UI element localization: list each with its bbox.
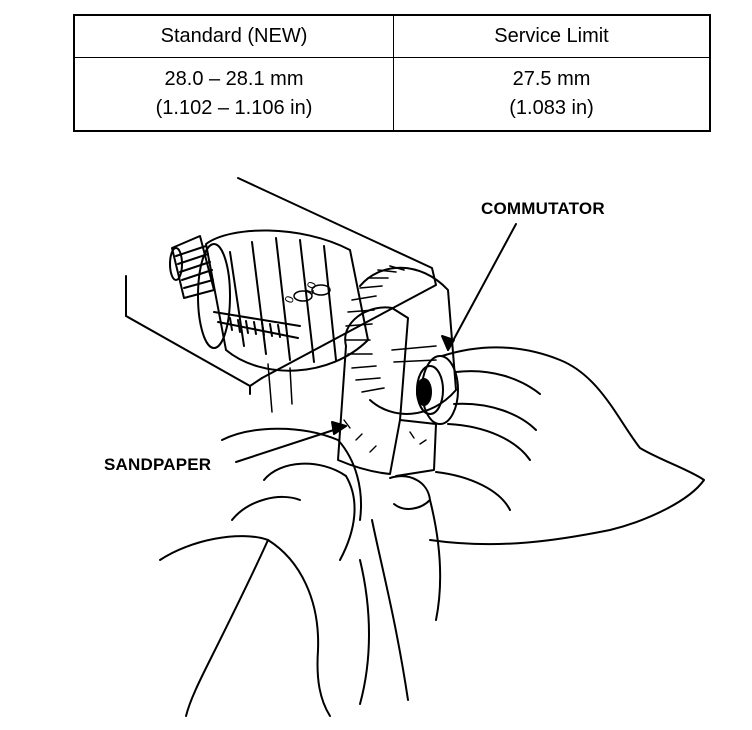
cell-standard: 28.0 – 28.1 mm (1.102 – 1.106 in)	[73, 57, 394, 132]
scale-mark-zero: 0	[282, 294, 298, 305]
commutator-drum	[359, 266, 459, 425]
header-service-limit: Service Limit	[393, 14, 711, 58]
service-limit-imperial: (1.083 in)	[509, 97, 594, 119]
commutator-label: COMMUTATOR	[481, 199, 605, 218]
leader-lines	[235, 223, 517, 463]
right-hand	[429, 346, 705, 546]
sandpaper-label: SANDPAPER	[104, 455, 212, 474]
service-limit-metric: 27.5 mm	[512, 68, 591, 90]
cell-service-limit: 27.5 mm (1.083 in)	[393, 57, 711, 132]
spec-table: Standard (NEW) Service Limit 28.0 – 28.1…	[73, 14, 711, 132]
commutator-leader	[447, 223, 517, 351]
standard-imperial: (1.102 – 1.106 in)	[155, 97, 313, 119]
support-plate	[125, 177, 437, 395]
sandpaper-strip	[337, 306, 437, 477]
armature-shaft	[169, 235, 215, 299]
standard-metric: 28.0 – 28.1 mm	[164, 68, 304, 90]
scale-mark-ten: 10	[302, 279, 320, 297]
spec-table-header-row: Standard (NEW) Service Limit	[73, 14, 711, 58]
winding-fins	[345, 265, 405, 393]
sandpaper-arrow	[331, 421, 347, 435]
sandpaper-leader	[235, 425, 347, 463]
commutator-arrow	[441, 335, 455, 351]
left-hand	[159, 427, 442, 717]
spec-table-row: 28.0 – 28.1 mm (1.102 – 1.106 in) 27.5 m…	[73, 57, 711, 132]
